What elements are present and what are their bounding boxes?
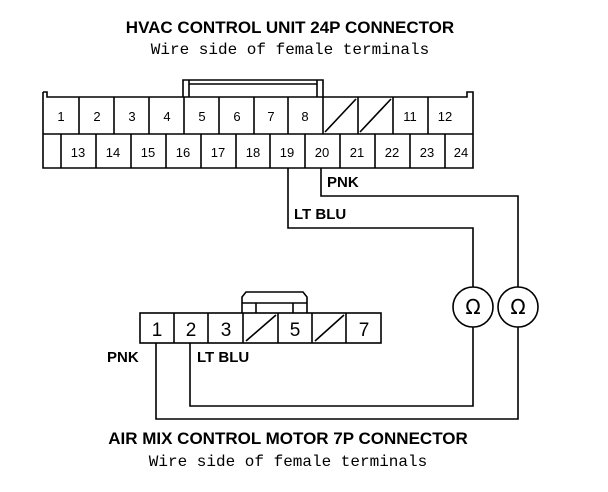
pin-label: 13 <box>71 145 85 160</box>
wire-label-ltblu-top: LT BLU <box>294 206 346 223</box>
air-mix-connector-title: AIR MIX CONTROL MOTOR 7P CONNECTOR <box>108 429 468 448</box>
pin-label: 7 <box>267 109 274 124</box>
pin-label: 14 <box>106 145 120 160</box>
pin-label: 3 <box>221 320 232 341</box>
pin-label: 19 <box>280 145 294 160</box>
ohm-icon: Ω <box>465 295 480 319</box>
hvac-row1-pins: 1 2 3 4 5 6 7 8 11 12 <box>57 109 452 124</box>
pin-label: 6 <box>233 109 240 124</box>
ohm-icon: Ω <box>510 295 525 319</box>
pin-label: 16 <box>176 145 190 160</box>
pin-label: 5 <box>198 109 205 124</box>
empty-cavity-4 <box>245 314 277 342</box>
wire-label-pnk-bottom: PNK <box>107 349 139 366</box>
air-mix-7p-connector <box>139 291 382 344</box>
pin-label: 4 <box>163 109 170 124</box>
pin-label: 1 <box>152 320 163 341</box>
pin-label: 1 <box>57 109 64 124</box>
connector-latch <box>241 291 308 313</box>
pin-label: 11 <box>403 109 417 124</box>
pin-label: 21 <box>350 145 364 160</box>
pin-label: 3 <box>128 109 135 124</box>
empty-cavity-9 <box>324 98 357 133</box>
pin-label: 18 <box>246 145 260 160</box>
hvac-connector-subtitle: Wire side of female terminals <box>151 41 429 59</box>
ohmmeter-1: Ω <box>452 286 494 328</box>
air-mix-pins: 1 2 3 5 7 <box>152 320 370 341</box>
wire-label-pnk-top: PNK <box>327 174 359 191</box>
hvac-24p-connector <box>42 79 474 169</box>
pin-label: 2 <box>186 320 197 341</box>
empty-cavity-6 <box>314 314 345 342</box>
pin-label: 2 <box>93 109 100 124</box>
hvac-row2-pins: 13 14 15 16 17 18 19 20 21 22 23 24 <box>71 145 468 160</box>
ltblu-wire-upper <box>287 168 474 287</box>
pin-label: 8 <box>301 109 308 124</box>
ltblu-wire-lower <box>189 327 474 407</box>
pin-label: 7 <box>359 320 370 341</box>
pin-label: 22 <box>385 145 399 160</box>
pin-label: 20 <box>315 145 329 160</box>
hvac-connector-title: HVAC CONTROL UNIT 24P CONNECTOR <box>126 18 454 37</box>
pin-label: 23 <box>420 145 434 160</box>
pin-label: 5 <box>290 320 301 341</box>
pin-label: 15 <box>141 145 155 160</box>
air-mix-connector-subtitle: Wire side of female terminals <box>149 453 427 471</box>
wire-label-ltblu-bottom: LT BLU <box>197 349 249 366</box>
pin-label: 12 <box>438 109 452 124</box>
ohmmeter-2: Ω <box>497 286 539 328</box>
pnk-wire-lower <box>155 327 519 420</box>
connector-latch <box>182 79 324 97</box>
pnk-wire-upper <box>320 168 519 287</box>
pin-label: 17 <box>211 145 225 160</box>
pin-label: 24 <box>454 145 468 160</box>
empty-cavity-10 <box>359 98 392 133</box>
